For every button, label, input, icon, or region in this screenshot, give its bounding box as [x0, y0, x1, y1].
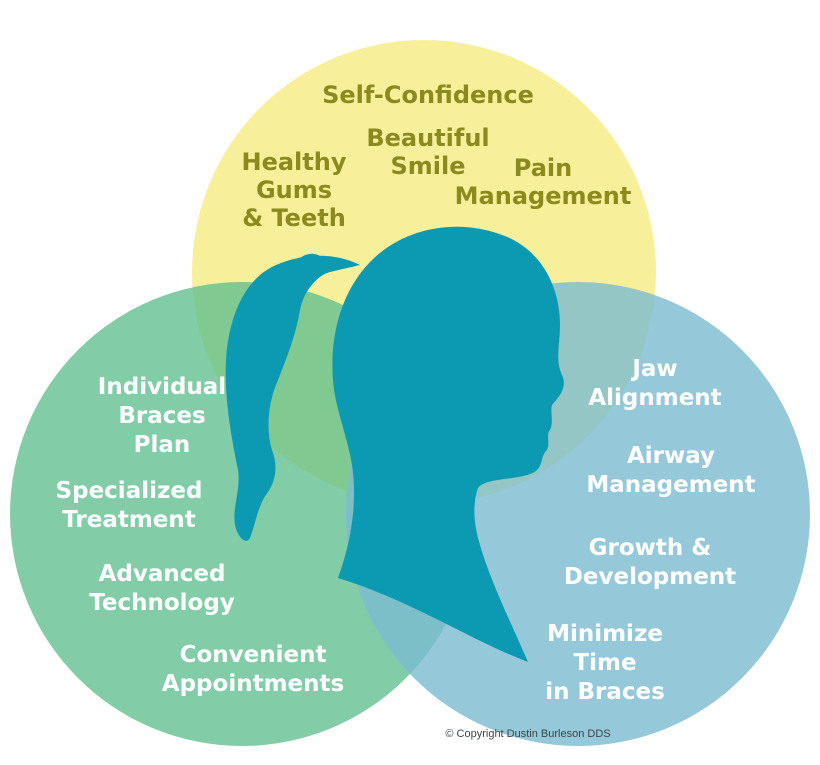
top-label-1-line-1: Self-Confidence: [322, 81, 534, 109]
right-label-3-line-1: Growth &: [589, 535, 712, 561]
right-label-4-line-2: Time: [573, 650, 636, 676]
left-label-3-line-2: Technology: [89, 590, 235, 616]
top-label-2-line-1: Beautiful: [366, 124, 489, 152]
left-label-2-line-2: Treatment: [62, 507, 196, 533]
right-label-1-line-1: Jaw: [630, 356, 677, 382]
right-label-2-line-1: Airway: [627, 443, 715, 469]
left-label-1-line-3: Plan: [134, 432, 191, 458]
left-label-3-line-1: Advanced: [99, 561, 226, 587]
left-label-1-line-1: Individual: [98, 374, 226, 400]
left-label-4-line-2: Appointments: [162, 671, 344, 697]
top-label-3-line-3: & Teeth: [242, 204, 346, 232]
right-label-4-line-1: Minimize: [547, 621, 663, 647]
left-label-4-line-1: Convenient: [180, 642, 327, 668]
copyright-text: © Copyright Dustin Burleson DDS: [445, 728, 610, 740]
top-label-3-line-2: Gums: [256, 176, 332, 204]
right-label-4-line-3: in Braces: [545, 679, 665, 705]
left-label-1-line-2: Braces: [118, 403, 205, 429]
right-label-3-line-2: Development: [564, 564, 736, 590]
top-label-3-line-1: Healthy: [242, 148, 347, 176]
top-label-4-line-1: Pain: [514, 154, 572, 182]
right-label-2-line-2: Management: [586, 472, 755, 498]
girl-silhouette-icon: [225, 226, 564, 663]
top-label-2-line-2: Smile: [390, 152, 465, 180]
top-label-4-line-2: Management: [455, 182, 632, 210]
left-label-2-line-1: Specialized: [56, 478, 203, 504]
right-label-1-line-2: Alignment: [588, 385, 721, 411]
left-circle-labels: IndividualBracesPlanSpecializedTreatment…: [56, 374, 345, 697]
